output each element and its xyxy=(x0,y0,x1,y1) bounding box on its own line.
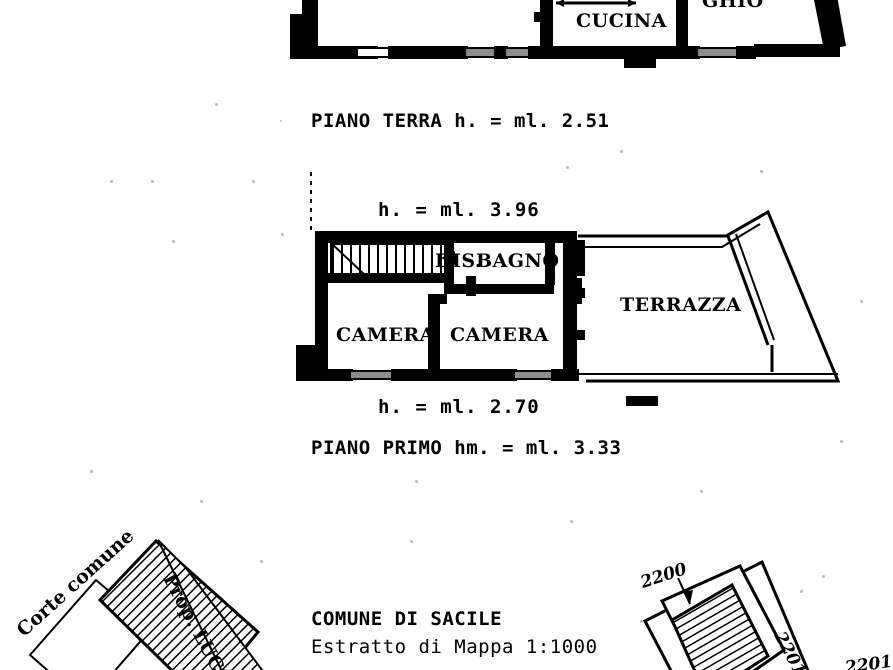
scan-speckle xyxy=(620,150,623,153)
ff-height-bottom: h. = ml. 2.70 xyxy=(378,396,540,418)
room-label-dis: DIS. xyxy=(435,250,483,272)
map-parcel-number-2201-b: 2201 xyxy=(843,651,893,670)
map-leader-2200 xyxy=(677,577,691,605)
gf-partition-cucina-ghio xyxy=(540,0,553,48)
ff-partition-camere xyxy=(428,294,440,374)
ff-wall-left xyxy=(315,231,328,381)
gf-wall-bottom-5 xyxy=(640,46,700,59)
gf-partition-stub xyxy=(534,12,546,22)
caption-piano-primo: PIANO PRIMO hm. = ml. 3.33 xyxy=(311,437,622,459)
map-extract-subtitle: Estratto di Mappa 1:1000 xyxy=(311,636,598,658)
staircase-treads xyxy=(330,243,448,275)
scan-speckle xyxy=(700,490,703,493)
gf-window-1 xyxy=(358,47,394,58)
ff-partition-bagno-right xyxy=(545,243,555,285)
room-label-bagno: BAGNO xyxy=(476,250,560,272)
map-inner-footprint xyxy=(659,564,786,670)
gf-wall-bottom-3 xyxy=(494,46,508,59)
scan-speckle xyxy=(800,590,803,593)
ff-wall-right-pilaster-low xyxy=(575,330,585,340)
gf-window-2 xyxy=(466,47,496,58)
terrazza-inner-parapet xyxy=(578,223,761,248)
ff-projection-dashline xyxy=(310,172,312,230)
scan-speckle xyxy=(200,500,203,503)
scan-speckle xyxy=(110,180,113,183)
gf-wall-bottom-2 xyxy=(388,46,468,59)
ff-partition-mid-horizontal xyxy=(444,284,554,294)
terrazza-gate-leaf-inner xyxy=(735,233,775,341)
scan-speckle xyxy=(90,470,93,473)
map-extract-title: COMUNE DI SACILE xyxy=(311,608,503,630)
ff-window-camera2 xyxy=(515,370,553,380)
gf-partition-right xyxy=(676,0,688,46)
gf-wall-bottom-7 xyxy=(754,44,840,57)
ff-wall-bottom-2 xyxy=(391,369,517,381)
ff-partition-disimpegno xyxy=(444,243,454,285)
ff-wall-bottom-1 xyxy=(296,369,353,381)
map-subject-unit-hatched xyxy=(670,582,770,670)
terrazza-step-block xyxy=(626,396,658,406)
scan-speckle xyxy=(172,240,175,243)
scan-speckle xyxy=(640,620,643,623)
gf-window-4 xyxy=(698,47,738,58)
site-label-prop-lucc: Prop. LUCC xyxy=(158,569,236,670)
gf-wall-bottom-6 xyxy=(736,46,756,59)
site-label-corte-comune: Corte comune xyxy=(12,524,139,642)
map-leader-arrow-2200 xyxy=(683,590,693,604)
gf-wall-bottom-4 xyxy=(528,46,640,59)
gf-wall-right-slant xyxy=(814,0,846,50)
scan-speckle xyxy=(410,540,413,543)
map-parcel-number-2201-a: 2201 xyxy=(769,628,810,670)
scan-speckle xyxy=(151,180,154,183)
gf-window-3 xyxy=(506,47,530,58)
ff-wall-right-interior xyxy=(563,231,577,381)
scan-speckle xyxy=(840,440,843,443)
scan-speckle xyxy=(760,170,763,173)
terrazza-gate-leaf xyxy=(726,235,770,346)
scan-speckle xyxy=(415,480,418,483)
gf-door-threshold xyxy=(624,56,656,68)
room-label-camera-2: CAMERA xyxy=(450,324,549,346)
room-label-ghio: GHIO xyxy=(702,0,764,12)
ff-height-top: h. = ml. 3.96 xyxy=(378,199,540,221)
ff-wall-under-stairs xyxy=(328,273,448,283)
room-label-camera-1: CAMERA xyxy=(336,324,435,346)
room-label-cucina: CUCINA xyxy=(576,10,667,32)
scan-speckle xyxy=(281,233,284,236)
scan-speckle xyxy=(260,560,263,563)
scan-speckle xyxy=(280,120,282,122)
scan-speckle xyxy=(412,452,415,455)
scan-speckle xyxy=(570,520,573,523)
terrazza-door-opening xyxy=(570,278,582,304)
caption-piano-terra: PIANO TERRA h. = ml. 2.51 xyxy=(311,110,610,132)
ff-wall-right-pilaster-top xyxy=(575,240,585,276)
map-parcel-number-2200: 2200 xyxy=(638,559,690,593)
gf-wall-left-pilaster xyxy=(290,14,304,46)
room-label-terrazza: TERRAZZA xyxy=(620,294,742,316)
scan-speckle xyxy=(822,575,825,578)
ff-window-camera1 xyxy=(351,370,393,380)
scan-speckle xyxy=(215,103,218,106)
gf-wall-bottom-1 xyxy=(290,46,378,59)
scan-speckle xyxy=(417,120,419,122)
scan-speckle xyxy=(566,166,569,169)
ff-partition-camere-stub xyxy=(437,294,447,304)
scan-speckle xyxy=(860,300,863,303)
scan-speckle xyxy=(252,180,255,183)
gf-wall-left xyxy=(302,0,318,48)
ff-wall-top xyxy=(315,231,575,243)
